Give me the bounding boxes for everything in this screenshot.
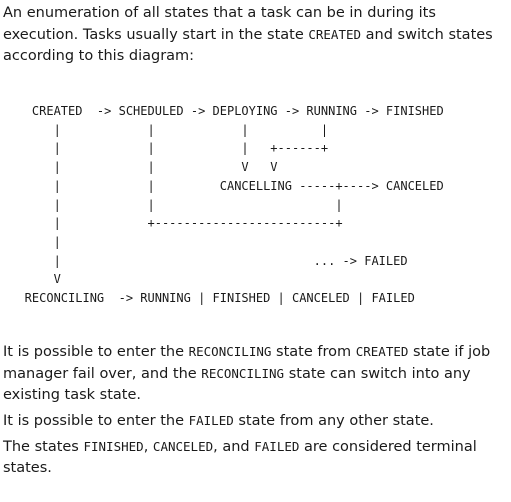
diagram-line: | | | | [3, 122, 329, 137]
notes-section: It is possible to enter the RECONCILING … [3, 341, 508, 479]
diagram-line: | +-------------------------+ [3, 216, 343, 231]
code-reconciling: RECONCILING [188, 343, 272, 359]
javadoc-content: An enumeration of all states that a task… [3, 3, 508, 479]
note-text: are considered terminal states. [3, 438, 477, 476]
diagram-line: V [3, 272, 61, 287]
note-text: The states [3, 438, 84, 455]
note-terminal: The states FINISHED, CANCELED, and FAILE… [3, 436, 508, 479]
code-failed: FAILED [254, 438, 300, 454]
diagram-line: | [3, 234, 61, 249]
note-text: It is possible to enter the [3, 343, 189, 360]
note-text: state can switch into any existing task … [3, 365, 471, 403]
note-text: state if job manager fail over, and the [3, 343, 491, 382]
state-diagram: CREATED -> SCHEDULED -> DEPLOYING -> RUN… [3, 102, 508, 308]
note-reconciling: It is possible to enter the RECONCILING … [3, 341, 508, 406]
note-text: It is possible to enter the [3, 412, 189, 429]
diagram-line: | ... -> FAILED [3, 253, 408, 268]
code-created: CREATED [355, 343, 409, 359]
note-failed: It is possible to enter the FAILED state… [3, 410, 508, 432]
note-text: state from [271, 343, 356, 360]
intro-text-1: An enumeration of all states that a task… [3, 5, 436, 43]
diagram-line: RECONCILING -> RUNNING | FINISHED | CANC… [3, 291, 415, 306]
diagram-line: | | V V [3, 160, 278, 175]
diagram-line: | | CANCELLING -----+----> CANCELED [3, 178, 444, 193]
note-text: , [143, 438, 153, 455]
code-failed: FAILED [188, 412, 234, 428]
note-text: state from any other state. [233, 412, 434, 429]
diagram-line: | | | +------+ [3, 141, 329, 156]
diagram-line: CREATED -> SCHEDULED -> DEPLOYING -> RUN… [3, 104, 444, 118]
code-finished: FINISHED [83, 438, 144, 454]
code-reconciling: RECONCILING [201, 365, 285, 381]
note-text: , and [213, 438, 255, 455]
code-canceled: CANCELED [152, 438, 214, 454]
intro-text-2: and switch states according to this diag… [3, 27, 493, 64]
diagram-line: | | | [3, 197, 343, 212]
intro-paragraph: An enumeration of all states that a task… [3, 3, 508, 67]
code-created: CREATED [308, 27, 362, 42]
